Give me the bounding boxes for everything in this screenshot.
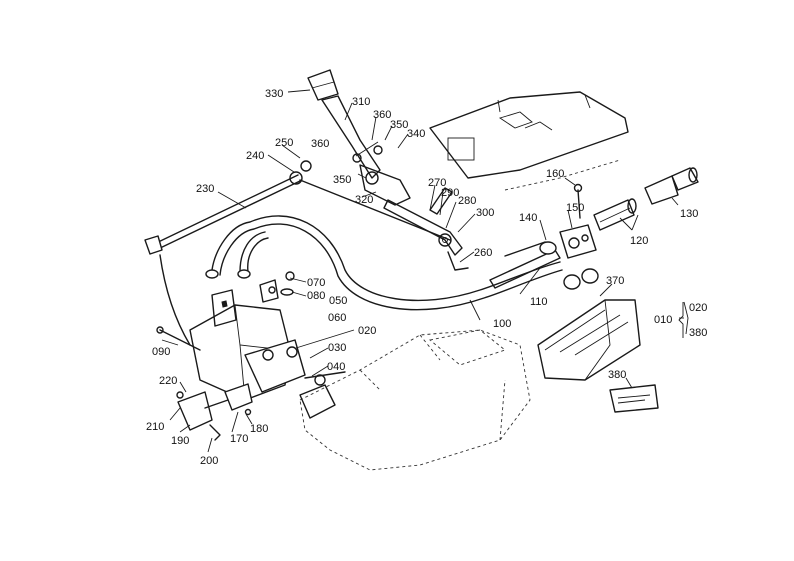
legend-020: 020: [689, 302, 707, 314]
shift-lever: [307, 69, 469, 271]
label-150: 150: [566, 202, 584, 214]
assembly-legend: 010 020 380: [654, 302, 707, 339]
label-050: 050: [329, 295, 347, 307]
label-230: 230: [196, 183, 214, 195]
label-320: 320: [355, 194, 373, 206]
cross-shaft: [383, 199, 463, 256]
label-090: 090: [152, 346, 170, 358]
label-190: 190: [171, 435, 189, 447]
label-060: 060: [328, 312, 346, 324]
label-260: 260: [474, 247, 492, 259]
label-020: 020: [358, 325, 376, 337]
label-220: 220: [159, 375, 177, 387]
transmission-housing: [299, 329, 531, 471]
label-160: 160: [546, 168, 564, 180]
label-370: 370: [606, 275, 624, 287]
label-340: 340: [407, 128, 425, 140]
cylinder-110: [489, 249, 561, 289]
label-310: 310: [352, 96, 370, 108]
label-170: 170: [230, 433, 248, 445]
leader-lines: [161, 89, 689, 453]
label-110: 110: [530, 296, 548, 308]
label-360-top: 360: [373, 109, 391, 121]
manual-380: [609, 384, 659, 413]
label-300: 300: [476, 207, 494, 219]
label-210: 210: [146, 421, 164, 433]
label-180: 180: [250, 423, 268, 435]
label-280: 280: [458, 195, 476, 207]
legend-010: 010: [654, 314, 672, 326]
label-250: 250: [275, 137, 293, 149]
lower-linkage: [176, 383, 253, 441]
hydraulic-hoses: [205, 215, 563, 311]
part-labels: 330 310 360 350 340 360 350 250 240 230 …: [146, 88, 698, 467]
control-rod: [144, 160, 451, 346]
label-290: 290: [441, 187, 459, 199]
label-200: 200: [200, 455, 218, 467]
label-380: 380: [608, 369, 626, 381]
label-080: 080: [307, 290, 325, 302]
label-070: 070: [307, 277, 325, 289]
legend-brace: [678, 302, 684, 338]
label-100: 100: [493, 318, 511, 330]
label-350: 350: [333, 174, 351, 186]
lever-arm: [321, 95, 381, 179]
label-360: 360: [311, 138, 329, 150]
floor-plate: [429, 91, 629, 191]
control-valve: [156, 271, 306, 401]
upper-right-fittings: [539, 167, 699, 290]
label-030: 030: [328, 342, 346, 354]
label-330: 330: [265, 88, 283, 100]
label-130: 130: [680, 208, 698, 220]
label-120: 120: [630, 235, 648, 247]
label-240: 240: [246, 150, 264, 162]
label-140: 140: [519, 212, 537, 224]
label-270: 270: [428, 177, 446, 189]
legend-380: 380: [689, 327, 707, 339]
cover-370: [537, 299, 641, 381]
label-350-top: 350: [390, 119, 408, 131]
label-040: 040: [327, 361, 345, 373]
